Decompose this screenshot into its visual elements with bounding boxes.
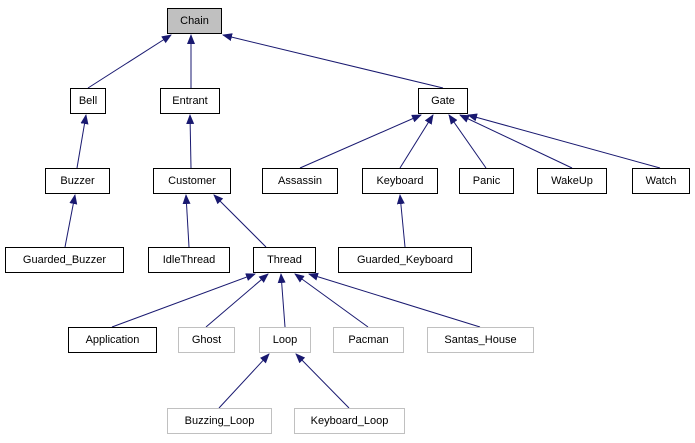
class-node-santas_house: Santas_House bbox=[427, 327, 534, 353]
edge-keyboard_loop-to-loop bbox=[295, 353, 350, 409]
class-node-bell[interactable]: Bell bbox=[70, 88, 106, 114]
class-node-keyboard[interactable]: Keyboard bbox=[362, 168, 438, 194]
edge-buzzer-to-bell bbox=[76, 114, 89, 169]
edge-customer-to-entrant bbox=[186, 114, 195, 169]
class-node-idlethread[interactable]: IdleThread bbox=[148, 247, 230, 273]
edge-watch-to-gate bbox=[467, 113, 661, 169]
class-node-ghost: Ghost bbox=[178, 327, 235, 353]
edge-guarded_buzzer-to-buzzer bbox=[64, 194, 78, 248]
class-node-guarded_buzzer[interactable]: Guarded_Buzzer bbox=[5, 247, 124, 273]
class-node-thread[interactable]: Thread bbox=[253, 247, 316, 273]
class-node-watch[interactable]: Watch bbox=[632, 168, 690, 194]
edge-gate-to-chain bbox=[222, 33, 444, 89]
class-node-buzzer[interactable]: Buzzer bbox=[45, 168, 110, 194]
class-node-pacman: Pacman bbox=[333, 327, 404, 353]
class-node-buzzing_loop: Buzzing_Loop bbox=[167, 408, 272, 434]
class-node-wakeup[interactable]: WakeUp bbox=[537, 168, 607, 194]
edge-application-to-thread bbox=[111, 273, 256, 328]
edge-bell-to-chain bbox=[87, 34, 172, 89]
edge-santas_house-to-thread bbox=[308, 272, 481, 328]
class-node-panic[interactable]: Panic bbox=[459, 168, 514, 194]
class-node-entrant[interactable]: Entrant bbox=[160, 88, 220, 114]
class-node-application[interactable]: Application bbox=[68, 327, 157, 353]
class-node-assassin[interactable]: Assassin bbox=[262, 168, 338, 194]
edge-guarded_keyboard-to-keyboard bbox=[396, 194, 406, 248]
edge-loop-to-thread bbox=[277, 273, 286, 328]
class-node-keyboard_loop: Keyboard_Loop bbox=[294, 408, 405, 434]
class-node-customer[interactable]: Customer bbox=[153, 168, 231, 194]
edge-thread-to-customer bbox=[213, 194, 267, 248]
class-node-guarded_keyboard[interactable]: Guarded_Keyboard bbox=[338, 247, 472, 273]
edge-pacman-to-thread bbox=[294, 273, 369, 328]
edge-keyboard-to-gate bbox=[399, 114, 434, 169]
edge-buzzing_loop-to-loop bbox=[218, 353, 270, 409]
edge-idlethread-to-customer bbox=[182, 194, 191, 248]
edge-ghost-to-thread bbox=[205, 273, 269, 328]
edge-wakeup-to-gate bbox=[459, 114, 573, 169]
edge-assassin-to-gate bbox=[299, 114, 422, 169]
class-node-chain: Chain bbox=[167, 8, 222, 34]
class-node-gate[interactable]: Gate bbox=[418, 88, 468, 114]
edge-panic-to-gate bbox=[448, 114, 487, 169]
class-node-loop: Loop bbox=[259, 327, 311, 353]
